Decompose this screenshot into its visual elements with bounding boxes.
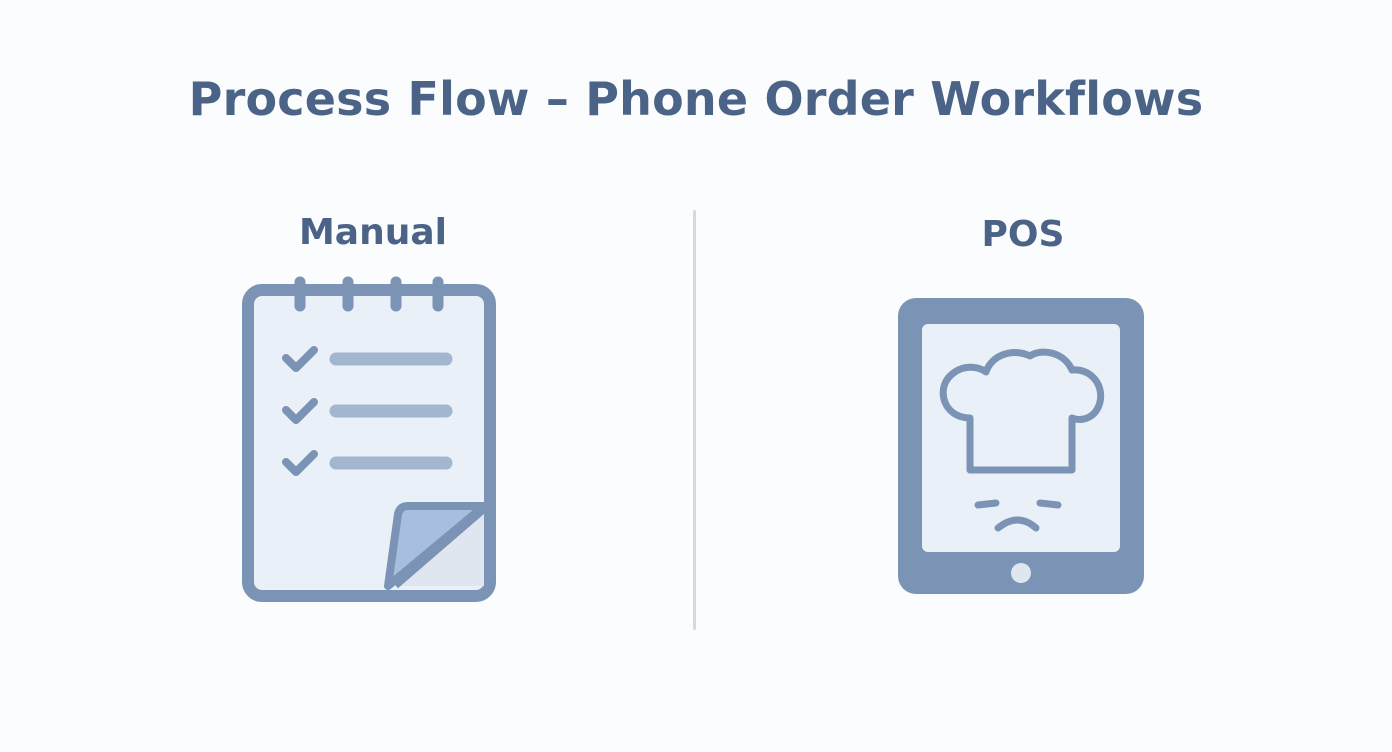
- diagram-title: Process Flow – Phone Order Workflows: [188, 72, 1204, 126]
- center-divider: [693, 210, 696, 630]
- pos-label: POS: [981, 214, 1065, 255]
- manual-label: Manual: [298, 212, 447, 253]
- tablet-chef-hat-icon: [898, 298, 1144, 594]
- notepad-checklist-icon: [242, 276, 496, 602]
